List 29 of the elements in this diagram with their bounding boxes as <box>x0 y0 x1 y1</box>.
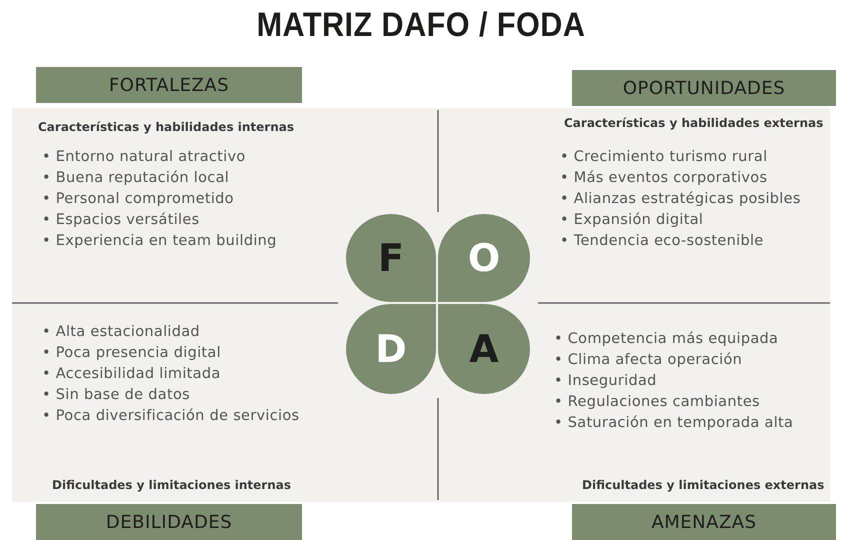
header-banner: AMENAZAS <box>572 504 836 540</box>
list-item: • Competencia más equipada <box>554 330 780 349</box>
list-item: • Alianzas estratégicas posibles <box>560 190 801 209</box>
quadrant-subtitle: Características y habilidades externas <box>564 116 824 130</box>
list-item: • Regulaciones cambiantes <box>554 393 761 412</box>
list-item: • Sin base de datos <box>42 386 192 405</box>
list-item: • Tendencia eco-sostenible <box>560 232 765 251</box>
list-item: • Poca diversificación de servicios <box>42 407 300 426</box>
list-item: • Expansión digital <box>560 211 704 230</box>
title: MATRIZ DAFO / FODA <box>256 6 586 45</box>
header-banner: OPORTUNIDADES <box>572 70 836 106</box>
list-item: • Inseguridad <box>554 372 658 391</box>
list-item: • Poca presencia digital <box>42 344 222 363</box>
list-item: • Accesibilidad limitada <box>42 365 222 384</box>
list-item: • Más eventos corporativos <box>560 169 768 188</box>
list-item: • Alta estacionalidad <box>42 323 201 342</box>
quadrant-subtitle: Características y habilidades internas <box>38 120 294 134</box>
list-item: • Experiencia en team building <box>42 232 277 251</box>
header-banner: DEBILIDADES <box>36 504 302 540</box>
quadrant-subtitle: Dificultades y limitaciones externas <box>582 478 824 492</box>
list-item: • Clima afecta operación <box>554 351 744 370</box>
quadrant-subtitle: Dificultades y limitaciones internas <box>52 478 292 492</box>
list-item: • Buena reputación local <box>42 169 230 188</box>
list-item: • Personal comprometido <box>42 190 235 209</box>
list-item: • Entorno natural atractivo <box>42 148 247 167</box>
list-item: • Saturación en temporada alta <box>554 414 794 433</box>
list-item: • Espacios versátiles <box>42 211 200 230</box>
list-item: • Crecimiento turismo rural <box>560 148 768 167</box>
header-banner: FORTALEZAS <box>36 67 302 103</box>
